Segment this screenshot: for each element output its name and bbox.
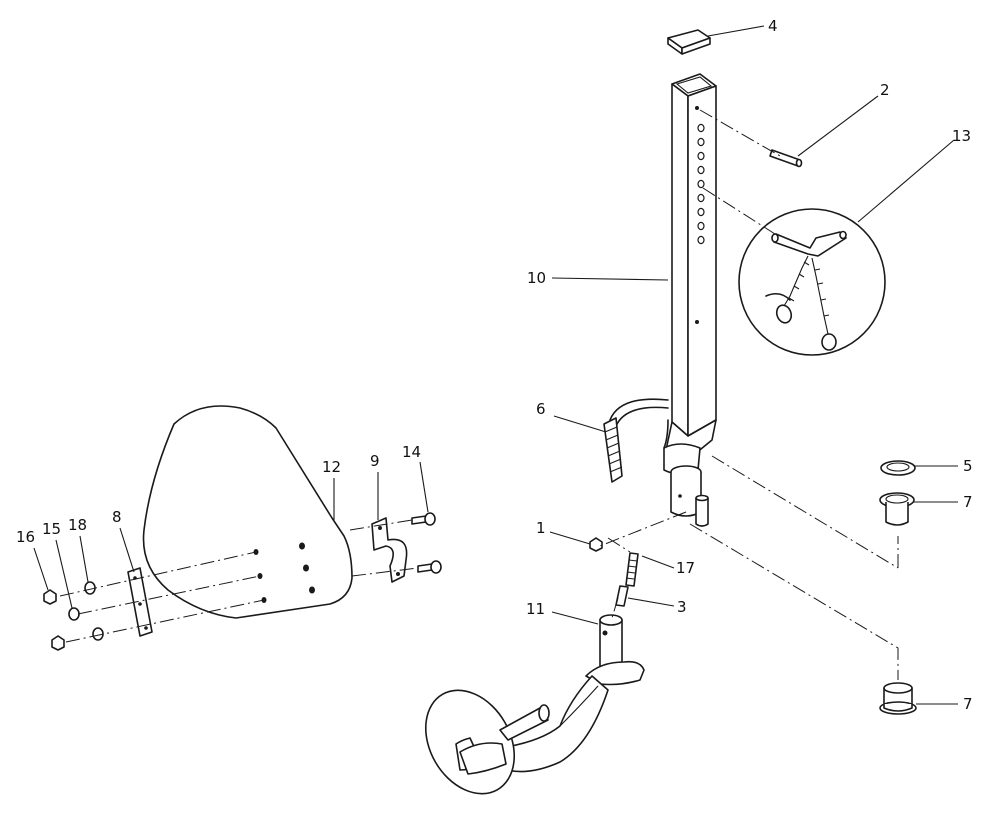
callout-18: 18 (68, 516, 87, 534)
part-17-spring (625, 552, 639, 587)
part-1-nut (589, 537, 603, 552)
part-16-nuts (43, 589, 65, 651)
part-11-swivel-foot (424, 614, 645, 795)
part-9-u-clamp (371, 517, 408, 583)
part-18-washers (84, 581, 104, 641)
part-7-bushing-lower (879, 682, 917, 715)
callout-1: 1 (536, 519, 546, 537)
center-lines (59, 109, 899, 680)
callout-13: 13 (952, 127, 971, 145)
callout-3: 3 (677, 598, 687, 616)
part-13-lock-pin-detail (738, 208, 886, 356)
callout-labels: 4 2 13 10 6 5 7 1 17 3 11 7 12 9 14 16 1… (16, 17, 973, 713)
callout-15: 15 (42, 520, 61, 538)
callout-7-upper: 7 (963, 493, 973, 511)
callout-12: 12 (322, 458, 341, 476)
callout-10: 10 (527, 269, 546, 287)
callout-5: 5 (963, 457, 973, 475)
callout-8: 8 (112, 508, 122, 526)
part-7-bushing-upper (879, 492, 915, 526)
part-2-pin (769, 149, 803, 168)
callout-7-lower: 7 (963, 695, 973, 713)
part-6-spring-handle (603, 398, 669, 483)
part-8-backing-bar (127, 567, 153, 637)
callout-14: 14 (402, 443, 421, 461)
leader-lines (33, 25, 958, 705)
part-12-shield-plate (142, 405, 353, 619)
callout-9: 9 (370, 452, 380, 470)
callout-6: 6 (536, 400, 546, 418)
part-3-pin (615, 585, 629, 607)
callout-16: 16 (16, 528, 35, 546)
part-5-washer (880, 460, 916, 476)
part-4-tube-cap (667, 29, 711, 55)
callout-17: 17 (676, 559, 695, 577)
callout-11: 11 (526, 600, 545, 618)
part-10-square-tube (663, 73, 717, 527)
part-15-lock-washer (68, 607, 80, 621)
part-14-bolts (411, 512, 442, 574)
callout-2: 2 (880, 81, 890, 99)
callout-4: 4 (768, 17, 778, 35)
